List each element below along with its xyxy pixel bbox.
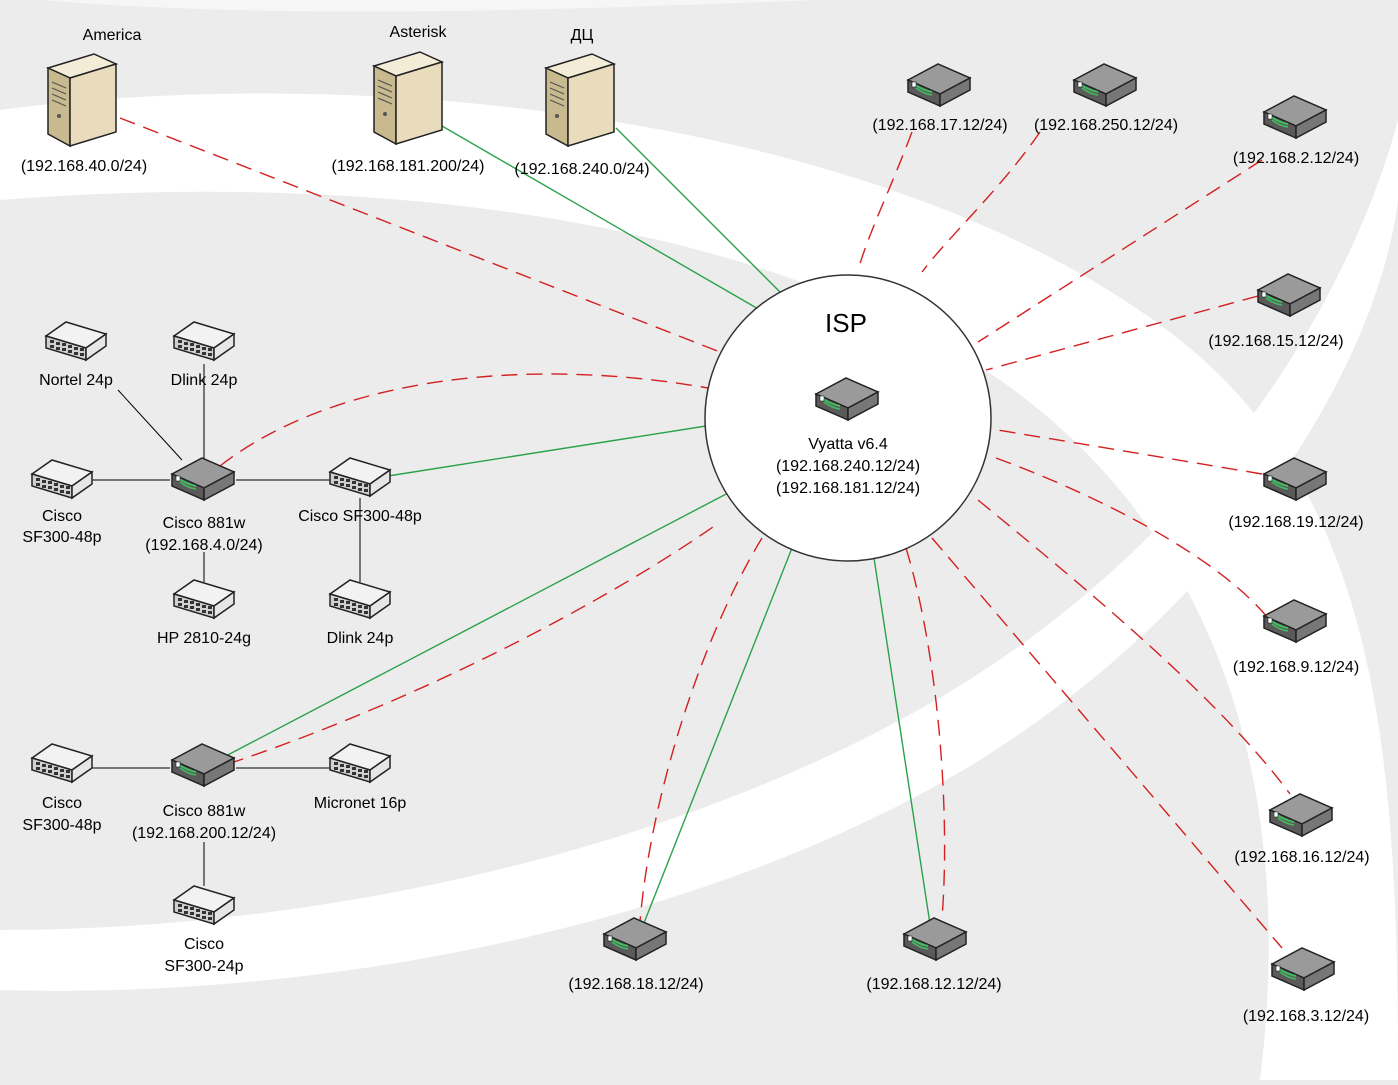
site1-switch-nortel: Nortel 24p <box>39 321 113 389</box>
site1-switch-hp: HP 2810-24g <box>157 579 251 647</box>
router-ip: (192.168.18.12/24) <box>568 976 703 993</box>
vpn-links <box>119 117 1291 949</box>
site2-switch-micronet: Micronet 16p <box>314 743 407 812</box>
remote-router-r12: (192.168.12.12/24) <box>866 917 1002 993</box>
server-icon <box>47 53 117 147</box>
lan-links <box>92 364 361 886</box>
background-swoosh-top <box>0 93 1398 1080</box>
router-ip: (192.168.16.12/24) <box>1234 849 1369 866</box>
router-ip: (192.168.250.12/24) <box>1034 117 1178 134</box>
vpn-link-r2 <box>977 159 1263 343</box>
switch-name-line1: Cisco <box>184 936 224 953</box>
server-name: Asterisk <box>390 24 448 41</box>
switch-name: Nortel 24p <box>39 372 113 389</box>
vpn-link-r19 <box>997 429 1263 475</box>
switch-name-line2: SF300-48p <box>22 529 101 546</box>
remote-router-r2: (192.168.2.12/24) <box>1233 95 1359 167</box>
background-swoosh-thin <box>40 0 820 12</box>
remote-router-r18: (192.168.18.12/24) <box>568 917 704 993</box>
remote-router-r15: (192.168.15.12/24) <box>1208 273 1344 350</box>
site2-router: Cisco 881w (192.168.200.12/24) <box>132 743 276 842</box>
vpn-link-r250 <box>921 131 1041 273</box>
router-ip: (192.168.200.12/24) <box>132 825 276 842</box>
router-ip: (192.168.17.12/24) <box>872 117 1007 134</box>
server-ip: (192.168.181.200/24) <box>331 158 484 175</box>
remote-router-r9: (192.168.9.12/24) <box>1233 599 1359 676</box>
switch-name-line2: SF300-24p <box>164 958 243 975</box>
vpn-link-site1 <box>219 373 709 467</box>
switch-name-line2: SF300-48p <box>22 817 101 834</box>
router-ip: (192.168.3.12/24) <box>1243 1008 1369 1025</box>
background-swoosh-bottom <box>0 120 1398 991</box>
site2: Cisco 881w (192.168.200.12/24) Cisco SF3… <box>22 743 407 975</box>
switch-name-line1: Cisco <box>42 795 82 812</box>
server-america: America (192.168.40.0/24) <box>21 27 147 175</box>
switch-name: Dlink 24p <box>171 372 238 389</box>
vpn-link-r16 <box>977 499 1291 795</box>
isp-title: ISP <box>825 308 867 338</box>
site1-router: Cisco 881w (192.168.4.0/24) <box>145 457 263 554</box>
server-name: ДЦ <box>571 27 594 44</box>
switch-name: HP 2810-24g <box>157 630 251 647</box>
vpn-link-r12 <box>905 547 946 919</box>
isp-router-ip2: (192.168.181.12/24) <box>776 480 920 497</box>
switch-name-line1: Cisco <box>42 508 82 525</box>
green-links <box>221 125 931 929</box>
remote-router-r17: (192.168.17.12/24) <box>872 63 1008 134</box>
green-link-site2 <box>221 491 731 759</box>
site1-switch-dlink-bottom: Dlink 24p <box>327 579 394 647</box>
vpn-link-r3 <box>931 537 1283 949</box>
vpn-link-america <box>119 117 721 353</box>
router-ip: (192.168.2.12/24) <box>1233 150 1359 167</box>
site2-switch-cisco-bottom: Cisco SF300-24p <box>164 885 244 975</box>
site2-switch-cisco-left: Cisco SF300-48p <box>22 743 102 834</box>
switch-name: Cisco SF300-48p <box>298 508 422 525</box>
router-name: Cisco 881w <box>163 803 246 820</box>
vpn-link-r18 <box>639 537 763 923</box>
server-icon <box>373 51 443 145</box>
switch-name: Micronet 16p <box>314 795 407 812</box>
server-name: America <box>83 27 142 44</box>
green-link-r12 <box>873 557 931 925</box>
green-link-dc <box>615 127 785 297</box>
router-ip: (192.168.12.12/24) <box>866 976 1001 993</box>
isp-router-name: Vyatta v6.4 <box>808 436 888 453</box>
switch-name: Dlink 24p <box>327 630 394 647</box>
server-dc: ДЦ (192.168.240.0/24) <box>514 27 649 178</box>
vpn-link-r9 <box>995 457 1269 619</box>
router-ip: (192.168.19.12/24) <box>1228 514 1363 531</box>
router-ip: (192.168.9.12/24) <box>1233 659 1359 676</box>
server-ip: (192.168.40.0/24) <box>21 158 147 175</box>
vpn-link-r15 <box>985 295 1259 371</box>
isp-router-ip1: (192.168.240.12/24) <box>776 458 920 475</box>
site1-switch-dlink-top: Dlink 24p <box>171 321 238 389</box>
router-name: Cisco 881w <box>163 515 246 532</box>
green-link-asterisk <box>441 125 761 311</box>
server-ip: (192.168.240.0/24) <box>514 161 649 178</box>
server-asterisk: Asterisk (192.168.181.200/24) <box>331 24 484 175</box>
site1: Cisco 881w (192.168.4.0/24) Nortel 24p D… <box>22 321 422 647</box>
vpn-link-site2 <box>227 521 721 765</box>
remote-router-r3: (192.168.3.12/24) <box>1243 947 1369 1025</box>
green-link-r18 <box>641 547 793 929</box>
green-link-site1 <box>387 425 707 477</box>
remote-router-r250: (192.168.250.12/24) <box>1034 63 1178 134</box>
site1-switch-cisco-right: Cisco SF300-48p <box>298 457 422 525</box>
vpn-link-r17 <box>857 131 913 271</box>
router-ip: (192.168.4.0/24) <box>145 537 262 554</box>
remote-router-r16: (192.168.16.12/24) <box>1234 793 1370 866</box>
remote-router-r19: (192.168.19.12/24) <box>1228 457 1364 531</box>
router-ip: (192.168.15.12/24) <box>1208 333 1343 350</box>
site1-switch-cisco-left: Cisco SF300-48p <box>22 459 102 546</box>
server-icon <box>545 53 615 147</box>
